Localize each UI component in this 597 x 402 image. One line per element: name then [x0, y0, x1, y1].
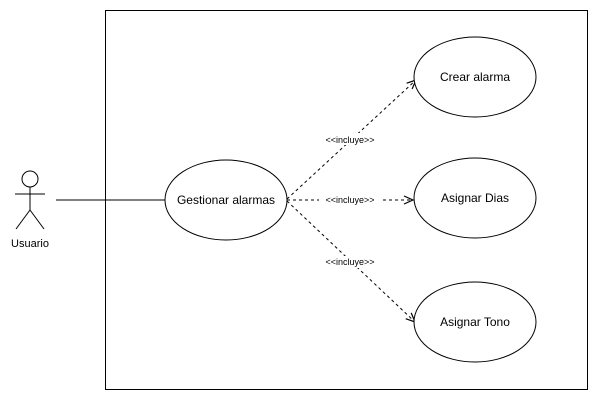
use-case-label: Gestionar alarmas [177, 193, 275, 207]
include-label-top: <<incluye>> [325, 135, 374, 145]
use-case-asignar-dias[interactable]: Asignar Dias [413, 157, 537, 239]
actor-head [21, 170, 39, 188]
use-case-ellipse [413, 36, 537, 118]
include-label-bg-bottom [319, 256, 381, 268]
use-case-crear-alarma[interactable]: Crear alarma [413, 36, 537, 118]
use-case-label: Crear alarma [440, 70, 510, 84]
use-case-ellipse [413, 157, 537, 239]
actor-left-leg [15, 209, 31, 230]
include-label-bg-top [319, 133, 381, 145]
include-label-bg-middle [319, 194, 381, 206]
include-label-middle: <<incluye>> [325, 195, 374, 205]
actor-label: Usuario [11, 238, 49, 250]
include-arrow-tono[interactable] [286, 200, 417, 324]
use-case-gestionar-alarmas[interactable]: Gestionar alarmas [164, 159, 288, 241]
use-case-label: Asignar Tono [440, 315, 510, 329]
use-case-ellipse [413, 281, 537, 363]
include-label-bottom: <<incluye>> [325, 257, 374, 267]
use-case-label: Asignar Dias [441, 191, 509, 205]
use-case-ellipse [164, 159, 288, 241]
actor-usuario[interactable]: Usuario [11, 170, 49, 250]
actor-right-leg [29, 209, 45, 230]
include-arrow-crear[interactable] [286, 78, 418, 200]
use-case-asignar-tono[interactable]: Asignar Tono [413, 281, 537, 363]
